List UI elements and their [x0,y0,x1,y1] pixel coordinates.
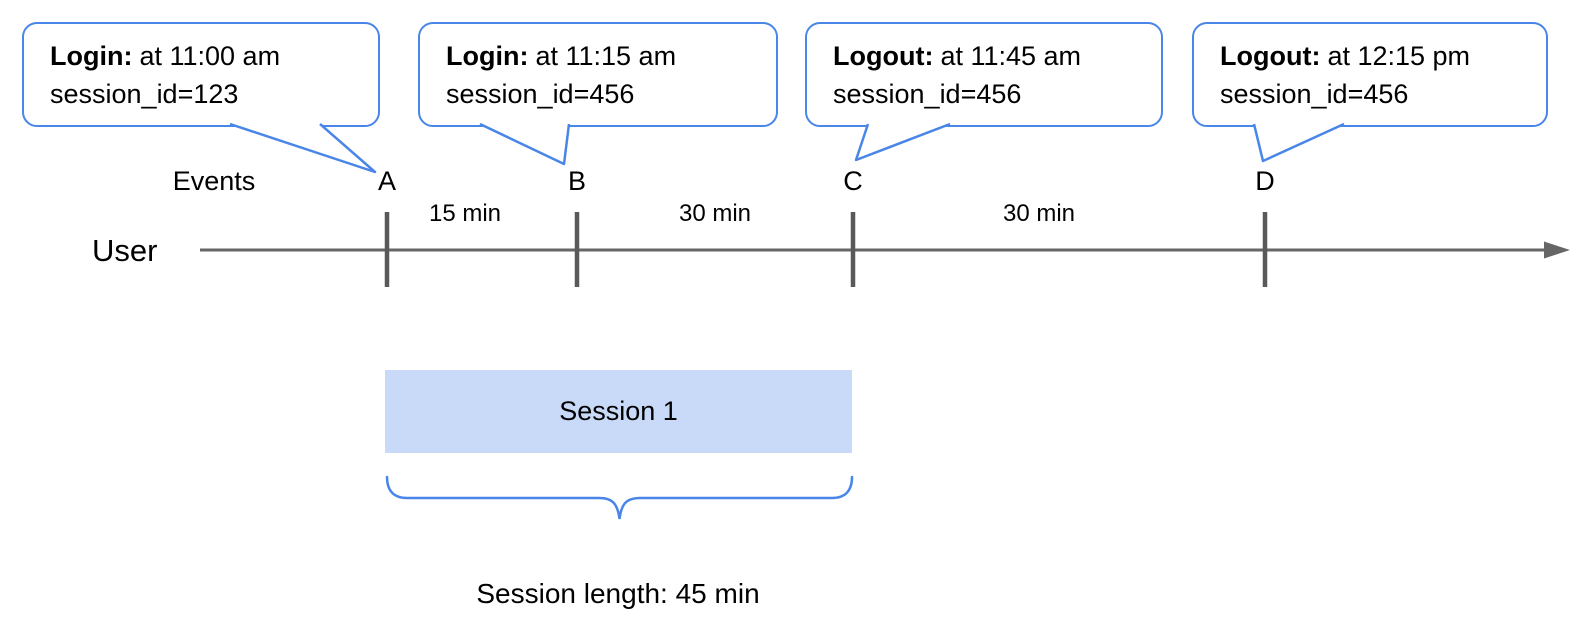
events-axis-label: Events [172,166,256,196]
callout-event-time: at 12:15 pm [1327,41,1471,71]
callout-event-type: Logout: [1220,41,1321,71]
session-1-box: Session 1 [385,370,852,453]
callout-event-type: Logout: [833,41,934,71]
interval-label-a-b: 15 min [428,200,502,227]
callout-session-id: session_id=456 [1220,79,1409,109]
callout-login-b: Login:at 11:15 am session_id=456 [418,22,778,127]
callout-session-id: session_id=456 [833,79,1022,109]
callout-line1: Login:at 11:15 am [446,37,768,75]
callout-event-time: at 11:45 am [940,41,1082,71]
callout-session-id: session_id=456 [446,79,635,109]
interval-label-b-c: 30 min [678,200,752,227]
callout-line1: Logout:at 11:45 am [833,37,1153,75]
callout-event-time: at 11:15 am [535,41,677,71]
session-length-brace [385,475,854,520]
callout-logout-d: Logout:at 12:15 pm session_id=456 [1192,22,1548,127]
callout-tail-a [229,122,377,174]
callout-session-id: session_id=123 [50,79,239,109]
callout-event-type: Login: [446,41,529,71]
event-letter-c: C [843,166,863,196]
callout-tail-b [479,122,571,166]
callout-tail-d [1252,122,1345,163]
timeline-arrowhead [1544,241,1570,259]
callout-event-type: Login: [50,41,133,71]
callout-login-a: Login:at 11:00 am session_id=123 [22,22,380,127]
event-letter-b: B [567,166,587,196]
callout-tail-c [854,122,951,162]
callout-logout-c: Logout:at 11:45 am session_id=456 [805,22,1163,127]
callout-line1: Login:at 11:00 am [50,37,370,75]
callout-line1: Logout:at 12:15 pm [1220,37,1538,75]
session-length-caption: Session length: 45 min [476,578,760,609]
event-letter-a: A [377,166,397,196]
user-axis-label: User [92,233,158,268]
callout-event-time: at 11:00 am [139,41,281,71]
event-letter-d: D [1255,166,1275,196]
session-1-box-label: Session 1 [559,396,678,426]
interval-label-c-d: 30 min [1002,200,1076,227]
